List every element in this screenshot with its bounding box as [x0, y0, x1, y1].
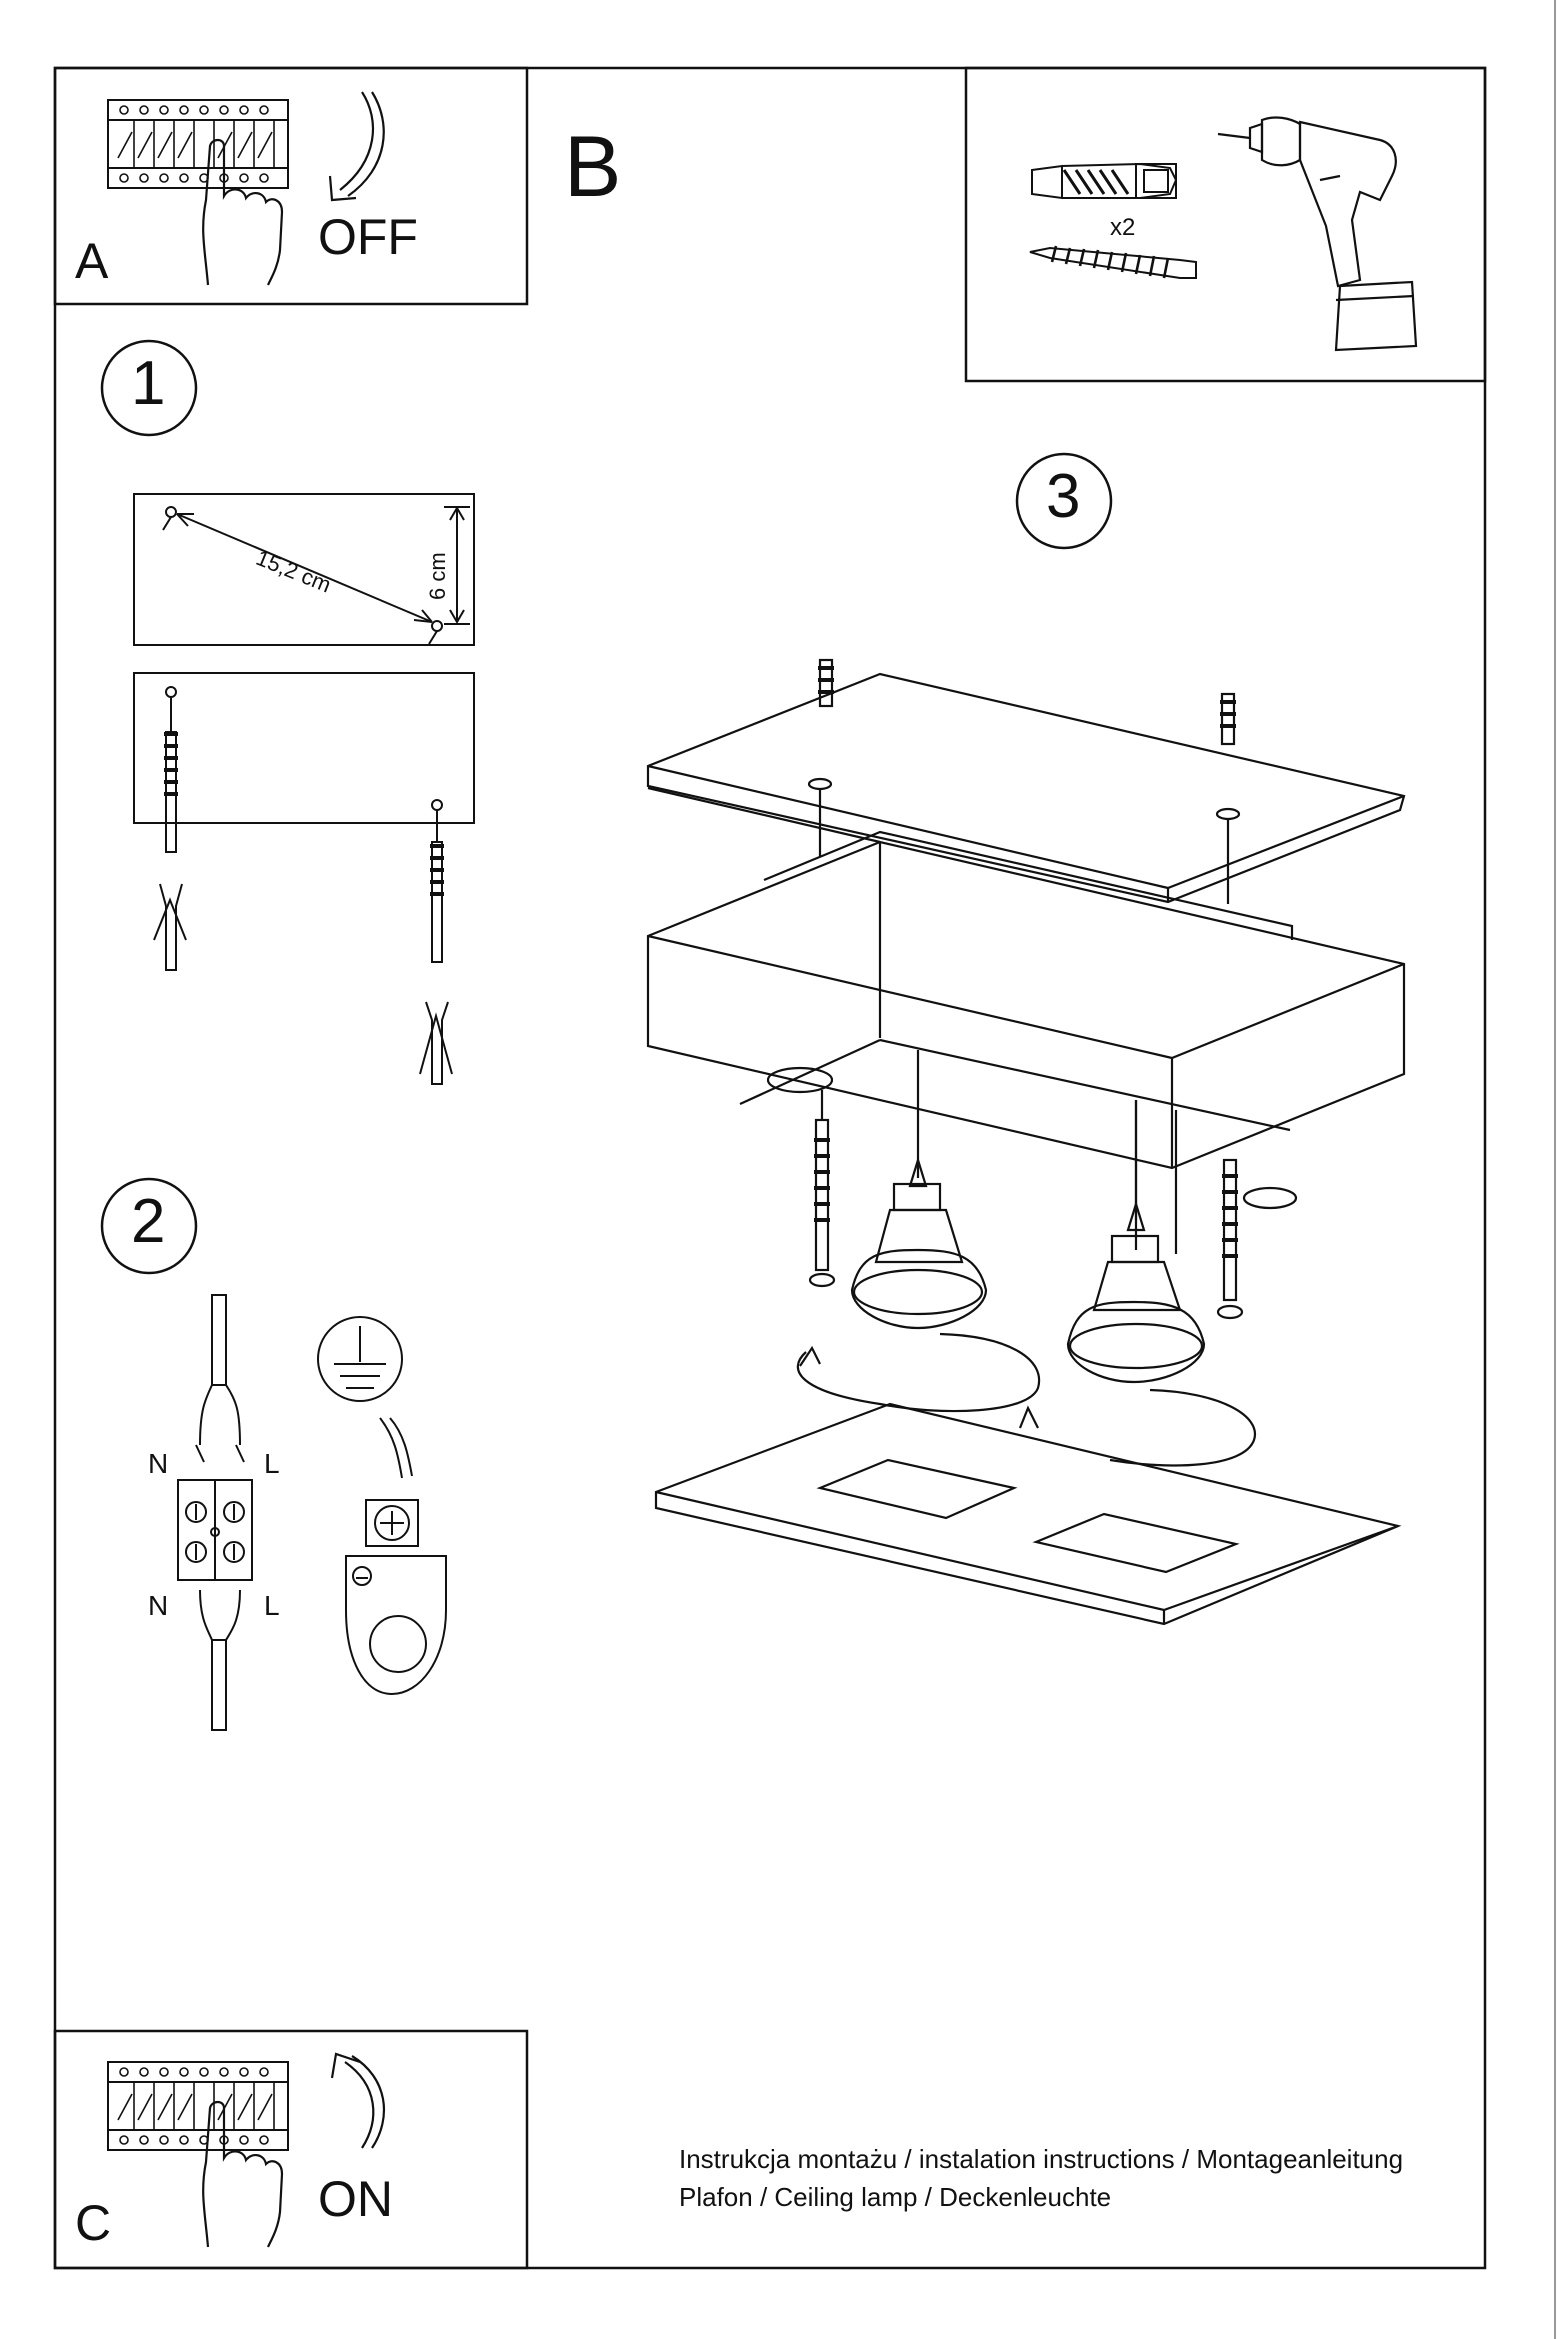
- neutral-top-label: N: [148, 1448, 169, 1479]
- step-1-number: 1: [131, 349, 166, 418]
- turn-up-arrow-icon: [330, 2052, 386, 2149]
- main-frame: [53, 66, 1487, 2270]
- panel-a-frame: [53, 66, 529, 306]
- hand-icon: [202, 2100, 284, 2248]
- live-bottom-label: L: [264, 1590, 280, 1621]
- screw-icon: [1029, 245, 1197, 279]
- panel-c-letter: C: [75, 2195, 112, 2251]
- hand-icon: [202, 138, 284, 286]
- off-label: OFF: [318, 209, 418, 265]
- on-label: ON: [318, 2171, 393, 2227]
- panel-c-frame: [53, 2029, 529, 2270]
- panel-a-letter: A: [75, 233, 109, 289]
- step-3-number: 3: [1046, 462, 1081, 531]
- ground-terminal: [317, 1316, 447, 1696]
- step-3-circle: [1015, 452, 1113, 550]
- footer-instructions-title: Instrukcja montażu / instalation instruc…: [679, 2144, 1404, 2174]
- neutral-bottom-label: N: [148, 1590, 169, 1621]
- drilling-template: [133, 493, 475, 646]
- turn-down-arrow-icon: [328, 91, 385, 202]
- panel-b-letter: B: [564, 119, 622, 215]
- step-2-circle: [100, 1177, 198, 1275]
- live-top-label: L: [264, 1448, 280, 1479]
- breaker-panel-icon: [107, 2061, 289, 2151]
- footer-product-type: Plafon / Ceiling lamp / Deckenleuchte: [679, 2182, 1112, 2212]
- wall-plug-icon: [1031, 162, 1178, 200]
- panel-tools-frame: [964, 66, 1487, 383]
- step-2-number: 2: [131, 1187, 166, 1256]
- lamp-assembly-illustration: [646, 658, 1406, 1626]
- quantity-label: x2: [1110, 214, 1136, 241]
- drill-icon: [1217, 116, 1418, 352]
- step-1-circle: [100, 339, 198, 437]
- terminal-block: [177, 1294, 253, 1731]
- ceiling-plate-with-plugs: [133, 672, 475, 1085]
- height-dimension: 6 cm: [425, 552, 450, 600]
- breaker-panel-icon: [107, 99, 289, 189]
